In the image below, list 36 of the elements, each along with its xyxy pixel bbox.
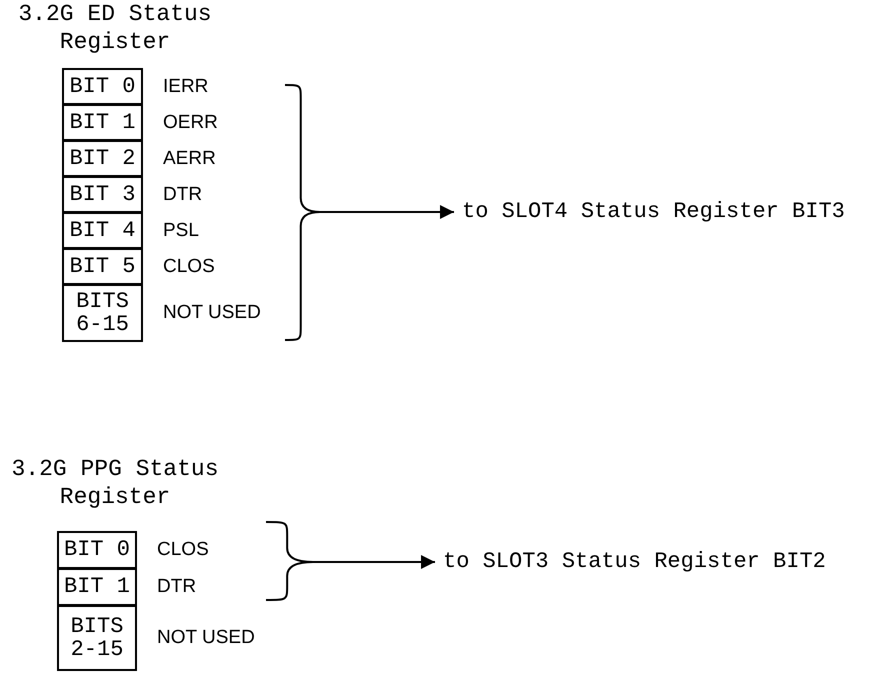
- register-cell: [57, 605, 137, 671]
- destination-text: to SLOT3 Status Register BIT2: [443, 548, 826, 576]
- register-cell: [62, 104, 143, 141]
- signal-label: PSL: [163, 218, 199, 242]
- signal-label: IERR: [163, 74, 208, 98]
- bit-number: BITS 6-15: [75, 290, 130, 336]
- arrow: [320, 205, 454, 219]
- signal-label: OERR: [163, 110, 218, 134]
- register-cell: [62, 284, 143, 342]
- bit-number: BIT 1: [64, 575, 130, 599]
- bit-number: BIT 4: [69, 218, 136, 242]
- register-cell: [62, 248, 143, 285]
- register-cell: [57, 568, 137, 606]
- bit-number: BIT 0: [69, 74, 136, 98]
- signal-label: NOT USED: [163, 301, 261, 325]
- signal-label: CLOS: [157, 538, 209, 562]
- signal-label: CLOS: [163, 254, 215, 278]
- bit-number: BIT 3: [69, 182, 136, 206]
- bit-number: BIT 0: [64, 538, 130, 562]
- register-heading: 3.2G ED Status Register: [17, 0, 213, 56]
- signal-label: NOT USED: [157, 626, 255, 650]
- arrow: [313, 555, 435, 569]
- destination-text: to SLOT4 Status Register BIT3: [462, 198, 845, 226]
- register-heading: 3.2G PPG Status Register: [10, 455, 220, 511]
- signal-label: DTR: [157, 575, 196, 599]
- bit-number: BIT 2: [69, 146, 136, 170]
- register-cell: [62, 176, 143, 213]
- register-cell: [62, 140, 143, 177]
- bit-number: BITS 2-15: [70, 614, 124, 662]
- signal-label: DTR: [163, 182, 202, 206]
- bit-number: BIT 5: [69, 254, 136, 278]
- signal-label: AERR: [163, 146, 216, 170]
- register-cell: [62, 68, 143, 105]
- register-cell: [57, 531, 137, 569]
- bit-number: BIT 1: [69, 110, 136, 134]
- register-cell: [62, 212, 143, 249]
